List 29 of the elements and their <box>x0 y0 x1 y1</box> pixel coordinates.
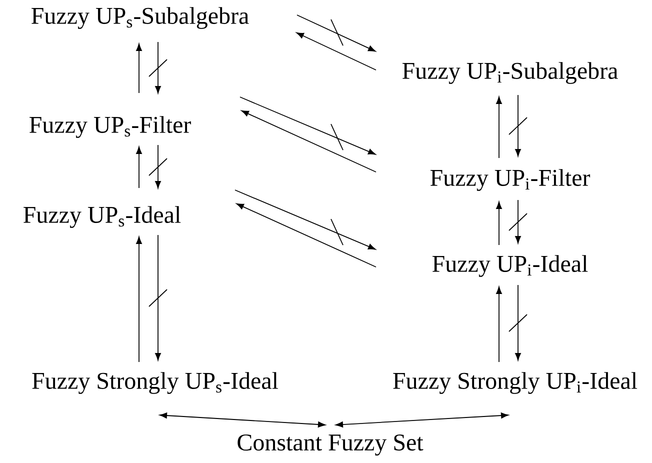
arrow <box>335 412 509 428</box>
node-label: Fuzzy Strongly UP$_{s}$-Ideal <box>32 372 278 394</box>
arrow <box>234 190 376 250</box>
node-label: Fuzzy Strongly UP$_{i}$-Ideal <box>393 372 638 394</box>
arrow <box>148 144 168 189</box>
arrow <box>136 236 142 362</box>
arrow <box>496 201 502 246</box>
arrow <box>148 234 168 361</box>
arrow <box>136 43 142 94</box>
node-label: Constant Fuzzy Set <box>238 434 424 456</box>
arrow <box>236 203 376 268</box>
arrow <box>496 96 502 158</box>
arrow <box>240 96 376 155</box>
arrow <box>496 286 502 362</box>
node-label: Fuzzy UP$_{s}$-Subalgebra <box>32 7 249 29</box>
arrow <box>136 146 142 188</box>
arrow <box>148 42 168 94</box>
arrow <box>508 200 528 244</box>
node-label: Fuzzy UP$_{i}$-Ideal <box>432 255 588 277</box>
node-label: Fuzzy UP$_{s}$-Ideal <box>24 206 181 228</box>
node-label: Fuzzy UP$_{i}$-Filter <box>430 169 590 191</box>
arrow <box>296 32 376 70</box>
arrow <box>241 110 376 172</box>
arrow <box>508 94 528 157</box>
arrow <box>296 14 376 52</box>
arrow <box>159 412 326 428</box>
node-label: Fuzzy UP$_{i}$-Subalgebra <box>402 62 618 84</box>
node-label: Fuzzy UP$_{s}$-Filter <box>30 116 191 138</box>
arrow <box>508 284 528 361</box>
